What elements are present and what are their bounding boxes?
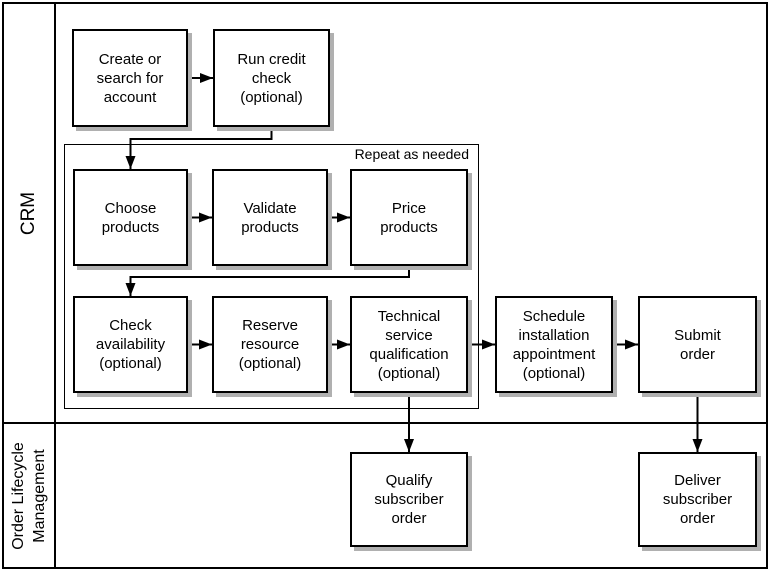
- repeat-group-label: Repeat as needed: [354, 146, 469, 162]
- lane-label-divider: [54, 2, 56, 567]
- node-qualify-subscriber-order: Qualify subscriber order: [350, 452, 468, 547]
- diagram-border: [2, 2, 768, 569]
- node-label: Create or search for account: [96, 50, 164, 106]
- node-run-credit-check: Run credit check (optional): [213, 29, 330, 127]
- lane-divider: [2, 422, 767, 424]
- lane-olm-label: Order Lifecycle Management: [10, 441, 48, 550]
- node-label: Check availability (optional): [95, 317, 166, 372]
- node-schedule-installation-appointment: Schedule installation appointment (optio…: [495, 296, 613, 393]
- node-label: Price products: [380, 199, 438, 236]
- node-create-or-search-for-account: Create or search for account: [72, 29, 188, 127]
- node-validate-products: Validate products: [212, 169, 328, 266]
- node-choose-products: Choose products: [73, 169, 188, 266]
- node-label: Schedule installation appointment (optio…: [512, 307, 596, 382]
- node-reserve-resource: Reserve resource (optional): [212, 296, 328, 393]
- lane-crm-label: CRM: [18, 191, 40, 235]
- lane-order-lifecycle-management: Order Lifecycle Management: [4, 424, 54, 567]
- node-check-availability: Check availability (optional): [73, 296, 188, 393]
- node-label: Technical service qualification (optiona…: [369, 307, 449, 382]
- node-label: Deliver subscriber order: [662, 472, 733, 527]
- node-label: Validate products: [241, 199, 299, 236]
- node-submit-order: Submit order: [638, 296, 757, 393]
- node-label: Submit order: [674, 326, 721, 363]
- lane-crm: CRM: [4, 4, 54, 422]
- node-technical-service-qualification: Technical service qualification (optiona…: [350, 296, 468, 393]
- node-deliver-subscriber-order: Deliver subscriber order: [638, 452, 757, 547]
- node-label: Qualify subscriber order: [374, 472, 444, 527]
- node-label: Run credit check (optional): [237, 50, 306, 106]
- node-label: Choose products: [101, 199, 160, 236]
- node-price-products: Price products: [350, 169, 468, 266]
- node-label: Reserve resource (optional): [238, 317, 302, 372]
